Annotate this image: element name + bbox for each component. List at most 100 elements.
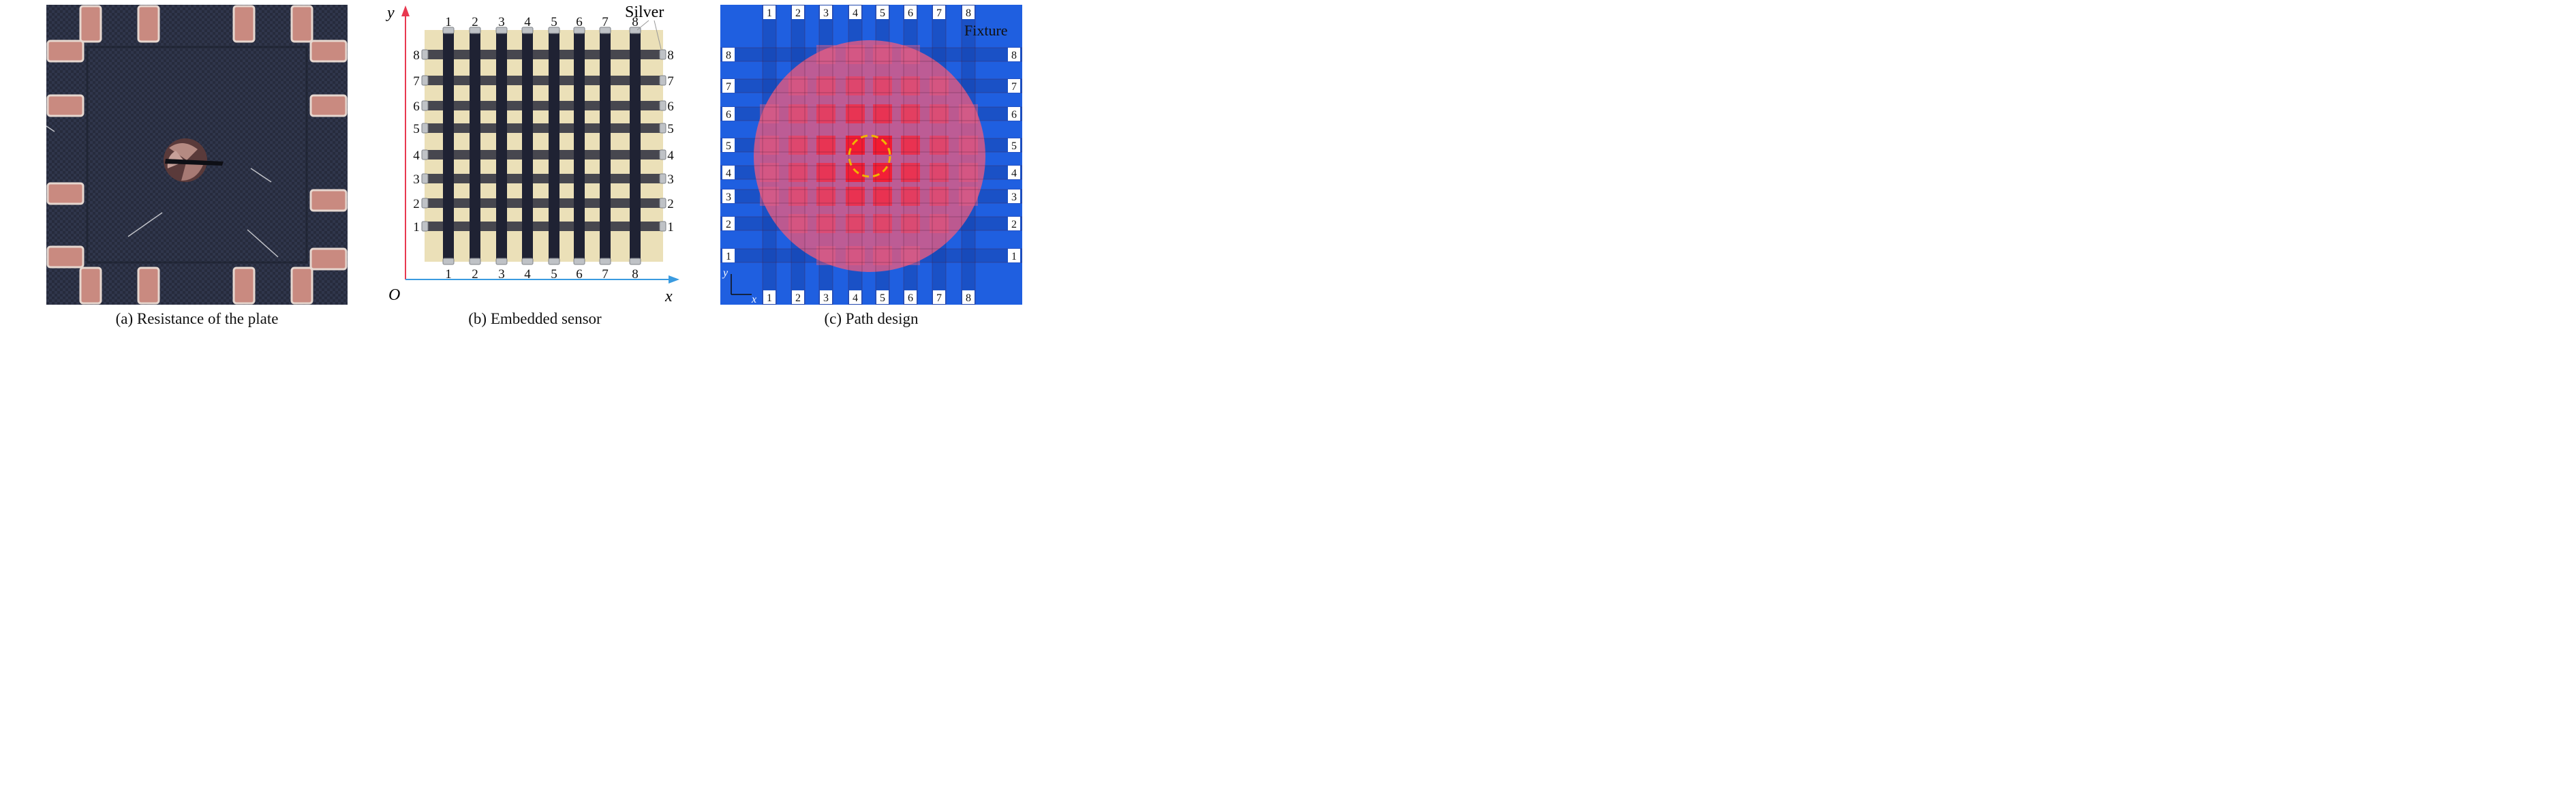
heat-cell — [959, 136, 978, 155]
b-left-number: 2 — [413, 197, 420, 211]
c-left-number-box — [722, 166, 735, 179]
b-right-number: 5 — [667, 122, 674, 136]
heat-cell — [873, 104, 892, 123]
b-right-number: 2 — [667, 197, 674, 211]
c-top-number-box — [904, 5, 917, 19]
b-right-number: 7 — [667, 74, 674, 89]
top-pad-4 — [521, 27, 534, 34]
x-axis-label: x — [664, 288, 673, 305]
c-top-number: 3 — [823, 7, 829, 19]
c-right-number-box — [1008, 79, 1020, 93]
heat-cell — [901, 187, 920, 206]
c-right-number: 3 — [1011, 192, 1017, 203]
heat-cell — [788, 187, 808, 206]
fixture-callout: Fixture — [964, 22, 1008, 39]
left-pad-5 — [421, 149, 429, 160]
origin-label: O — [388, 286, 400, 304]
silver-electrodes — [421, 27, 666, 265]
heat-cell — [930, 76, 949, 95]
b-bottom-number: 7 — [602, 267, 609, 282]
b-right-number: 3 — [667, 172, 674, 187]
c-right-number-box — [1008, 107, 1020, 121]
vertical-sensor-strips — [443, 30, 641, 262]
c-top-number-box — [820, 5, 832, 19]
c-bottom-number: 2 — [795, 292, 801, 304]
silver-callout: Silver — [625, 3, 664, 21]
b-bottom-number: 4 — [524, 267, 531, 282]
left-pad-1 — [421, 49, 429, 60]
heat-cell — [760, 104, 779, 123]
c-left-number-box — [722, 79, 735, 93]
b-bottom-number: 6 — [576, 267, 583, 282]
c-left-number: 5 — [726, 140, 731, 152]
damage-region — [754, 40, 985, 272]
bottom-pad-7 — [599, 258, 611, 265]
v-strip-3 — [496, 30, 507, 262]
v-strip-5 — [549, 30, 559, 262]
c-left-number-box — [722, 189, 735, 203]
y-axis-label: y — [386, 4, 395, 22]
heat-cell — [816, 136, 835, 155]
top-pad-6 — [573, 27, 585, 34]
bottom-pad-6 — [573, 258, 585, 265]
bottom-pad-3 — [495, 258, 508, 265]
caption-a: (a) Resistance of the plate — [115, 310, 279, 327]
top-pad-7 — [599, 27, 611, 34]
v-strip-4 — [522, 30, 533, 262]
c-top-number-box — [933, 5, 945, 19]
c-right-number-box — [1008, 166, 1020, 179]
left-pad-6 — [421, 173, 429, 184]
c-right-number: 6 — [1011, 109, 1017, 121]
b-bottom-number: 3 — [498, 267, 505, 282]
c-right-number: 1 — [1011, 251, 1017, 262]
heat-cell — [816, 163, 835, 182]
c-left-number-box — [722, 48, 735, 61]
b-top-number: 6 — [576, 15, 583, 29]
c-bottom-number-box — [763, 290, 776, 304]
bottom-pad-8 — [629, 258, 641, 265]
c-top-number: 7 — [936, 7, 942, 19]
c-bottom-number: 7 — [936, 292, 942, 304]
right-pad-8 — [659, 221, 666, 232]
c-left-number-box — [722, 138, 735, 152]
heat-cell — [873, 187, 892, 206]
c-bottom-number: 1 — [767, 292, 772, 304]
c-left-number-box — [722, 107, 735, 121]
heat-cell — [901, 136, 920, 155]
left-pad-7 — [421, 198, 429, 209]
c-bottom-number: 4 — [853, 292, 858, 304]
heat-cells — [760, 45, 978, 265]
right-pad-6 — [659, 173, 666, 184]
c-right-number: 7 — [1011, 81, 1017, 93]
heat-cell — [901, 214, 920, 233]
c-right-number-box — [1008, 189, 1020, 203]
heat-cell — [816, 45, 835, 64]
b-top-number: 1 — [445, 15, 452, 29]
surface-scratches — [46, 125, 279, 258]
silver-pointer — [637, 20, 649, 31]
heat-cell — [873, 163, 892, 182]
h-strip-1 — [425, 50, 663, 59]
b-top-number: 2 — [472, 15, 478, 29]
b-bottom-number: 2 — [472, 267, 478, 282]
c-bottom-number: 5 — [880, 292, 885, 304]
h-strip-3 — [425, 101, 663, 110]
b-top-number: 3 — [498, 15, 505, 29]
b-left-number: 7 — [413, 74, 420, 89]
heat-cell — [760, 136, 779, 155]
b-bottom-number: 8 — [632, 267, 639, 282]
electrode-pads — [46, 5, 348, 305]
h-strip-2 — [425, 76, 663, 85]
heat-cell — [846, 76, 865, 95]
left-pad-2 — [421, 75, 429, 86]
c-bottom-number-box — [933, 290, 945, 304]
c-right-number: 2 — [1011, 219, 1017, 230]
b-top-number: 5 — [551, 15, 557, 29]
c-top-number-box — [763, 5, 776, 19]
c-left-number: 7 — [726, 81, 731, 93]
heat-cell — [930, 214, 949, 233]
c-right-number: 8 — [1011, 50, 1017, 61]
right-pad-3 — [659, 100, 666, 111]
v-strip-8 — [630, 30, 641, 262]
